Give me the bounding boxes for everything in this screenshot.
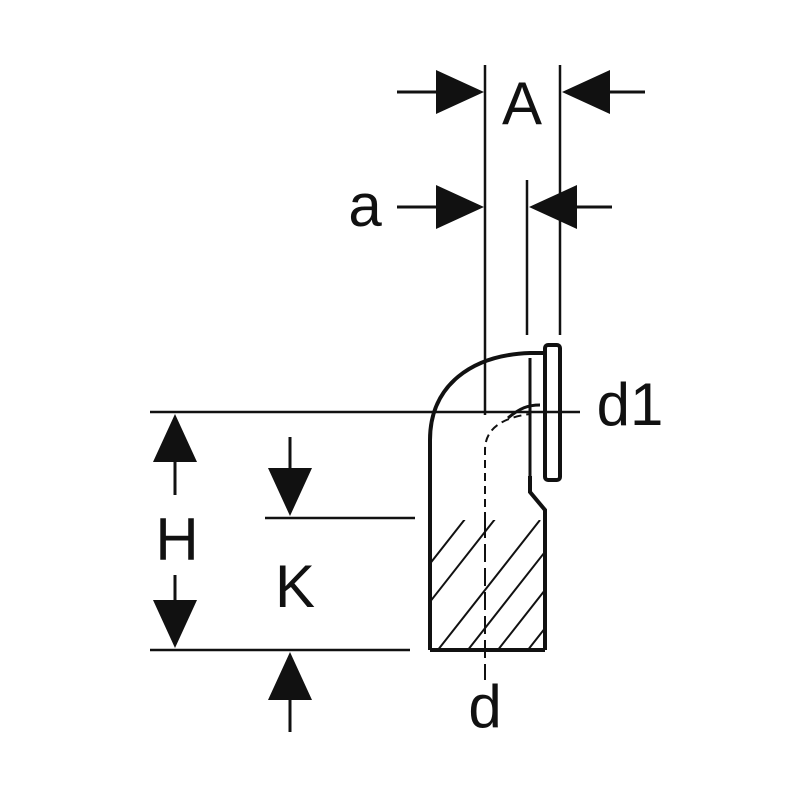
dimension-A-arrow-right [562,70,610,114]
pipe-outer-contour [428,351,545,650]
dimension-A-arrow-left [436,70,484,114]
label-H: H [155,506,198,573]
label-A: A [502,70,542,137]
dimension-a-arrow-left [436,185,484,229]
pipe-right-contour [528,476,547,650]
dimension-a: a [348,172,612,239]
pipe-bend-outline [428,343,562,680]
label-K: K [275,553,315,620]
pipe-inner-bend [507,403,541,420]
pipe-hatching [430,520,545,650]
dimension-a-arrow-right [529,185,577,229]
label-d1: d1 [597,371,664,438]
dimension-H: H [153,414,199,648]
dimension-H-arrow-up [153,414,197,462]
dimension-K-arrow-down [268,468,312,516]
horizontal-reference-lines [150,410,580,652]
label-a: a [348,172,382,239]
dimension-A: A [397,70,645,137]
dimension-H-arrow-down [153,600,197,648]
label-d: d [468,673,501,740]
pipe-centerline-bend [484,413,531,520]
dimension-K: K [268,437,315,732]
dimension-K-arrow-up [268,652,312,700]
